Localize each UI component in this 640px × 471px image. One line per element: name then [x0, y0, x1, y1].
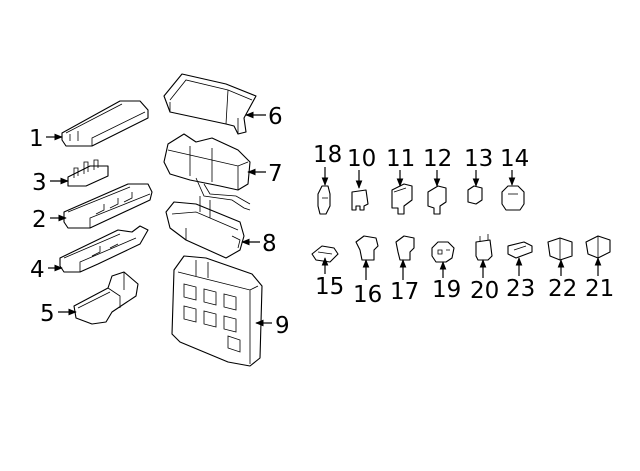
part-11-maxi-fuse — [391, 183, 413, 215]
callout-13: 13 — [464, 146, 493, 172]
part-18-fuse — [317, 185, 331, 215]
callout-5: 5 — [40, 301, 55, 327]
callout-7: 7 — [268, 161, 283, 187]
part-16-relay — [355, 235, 379, 261]
part-20-relay — [475, 234, 493, 261]
part-6-cover — [163, 73, 257, 135]
callout-numbers: 1 3 2 4 5 6 7 8 9 18 10 11 12 13 14 15 1… — [29, 104, 614, 339]
part-5-bracket — [73, 271, 139, 325]
part-2-fuse-holder — [63, 183, 153, 229]
callout-14: 14 — [500, 146, 529, 172]
leader-lines — [46, 111, 602, 327]
callout-15: 15 — [315, 274, 344, 300]
part-3-clip — [67, 159, 109, 187]
callout-11: 11 — [386, 146, 415, 172]
part-1-cover — [61, 100, 149, 147]
callout-20: 20 — [470, 278, 499, 304]
callout-10: 10 — [347, 146, 376, 172]
callout-2: 2 — [32, 207, 47, 233]
part-14-relay — [501, 185, 525, 211]
callout-3: 3 — [32, 170, 47, 196]
part-19-connector — [431, 241, 455, 263]
callout-4: 4 — [30, 257, 45, 283]
part-12-maxi-fuse — [427, 185, 447, 215]
callout-1: 1 — [29, 126, 44, 152]
callout-16: 16 — [353, 282, 382, 308]
part-17-relay — [395, 235, 415, 261]
callout-9: 9 — [275, 313, 290, 339]
callout-6: 6 — [268, 104, 283, 130]
callout-8: 8 — [262, 231, 277, 257]
part-8-tray — [165, 196, 245, 259]
callout-19: 19 — [432, 277, 461, 303]
part-15-fuse — [311, 245, 339, 263]
part-10-blade-fuse — [351, 189, 369, 211]
callout-23: 23 — [506, 276, 535, 302]
part-21-relay — [585, 235, 611, 259]
part-7-box — [163, 133, 251, 211]
part-23-connector — [507, 241, 533, 259]
part-9-fuse-block — [171, 255, 263, 367]
callout-12: 12 — [423, 146, 452, 172]
callout-21: 21 — [585, 276, 614, 302]
callout-22: 22 — [548, 276, 577, 302]
part-22-relay — [547, 237, 573, 261]
part-13-mini-fuse — [467, 185, 483, 205]
callout-17: 17 — [390, 279, 419, 305]
part-4-bracket — [59, 225, 149, 273]
callout-18: 18 — [313, 142, 342, 168]
